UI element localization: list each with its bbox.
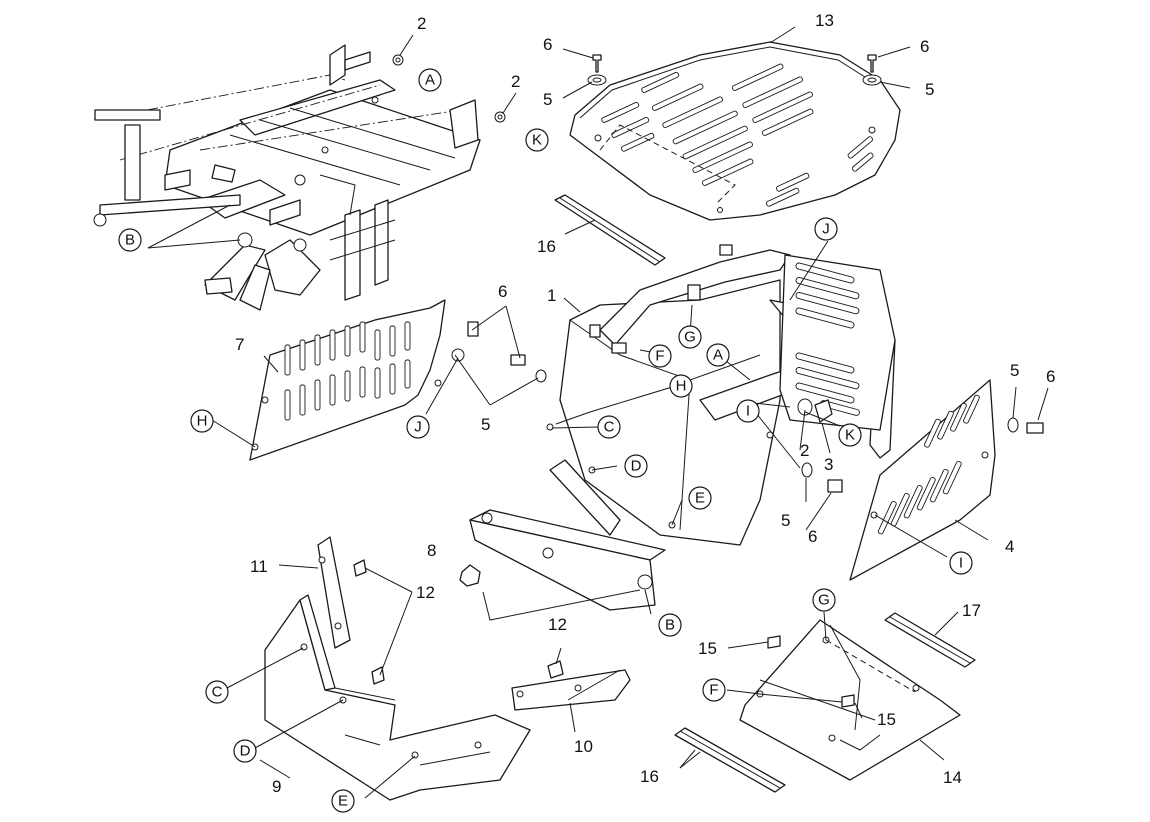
fasteners <box>353 54 1044 708</box>
svg-text:I: I <box>959 555 963 572</box>
ref-letter-b: B <box>658 613 682 637</box>
svg-text:A: A <box>425 72 435 89</box>
callout-16: 16 <box>537 237 556 256</box>
ref-letter-g: G <box>678 325 702 349</box>
callout-2: 2 <box>417 14 426 33</box>
side-panel-right <box>849 379 996 581</box>
callout-5: 5 <box>543 90 552 109</box>
callout-15: 15 <box>698 639 717 658</box>
callout-2: 2 <box>800 441 809 460</box>
svg-text:H: H <box>197 413 208 430</box>
ref-letter-e: E <box>688 486 712 510</box>
callout-5: 5 <box>781 511 790 530</box>
ref-letter-a: A <box>418 68 442 92</box>
callout-14: 14 <box>943 768 962 787</box>
callout-6: 6 <box>1046 367 1055 386</box>
side-panel-right-slots <box>877 394 980 535</box>
svg-text:K: K <box>532 132 542 149</box>
ref-letter-i: I <box>736 399 760 423</box>
ref-letter-c: C <box>205 680 229 704</box>
svg-text:I: I <box>746 403 750 420</box>
top-cover <box>569 41 901 221</box>
leader-lines <box>147 26 1049 799</box>
ref-letter-c: C <box>597 415 621 439</box>
side-panel-left-slots <box>284 321 411 421</box>
svg-text:G: G <box>818 592 830 609</box>
callout-9: 9 <box>272 777 281 796</box>
callout-5: 5 <box>1010 361 1019 380</box>
ref-letter-g: G <box>812 588 836 612</box>
bar-17 <box>884 612 976 668</box>
svg-text:G: G <box>684 329 696 346</box>
callout-11: 11 <box>250 557 268 576</box>
ref-letter-k: K <box>525 128 549 152</box>
ref-letter-f: F <box>702 678 726 702</box>
callout-12: 12 <box>548 615 567 634</box>
ref-letter-d: D <box>624 454 648 478</box>
svg-text:B: B <box>665 617 675 634</box>
guard-plate-9 <box>264 594 531 801</box>
ref-letter-f: F <box>648 344 672 368</box>
top-cover-vent-slots <box>601 63 874 207</box>
callout-1: 1 <box>547 286 556 305</box>
ref-letter-h: H <box>190 409 214 433</box>
svg-text:J: J <box>414 419 422 436</box>
callout-6: 6 <box>543 35 552 54</box>
callout-numbers: 2 2 6 5 13 6 5 16 1 7 6 5 5 6 2 3 5 6 4 … <box>235 11 1055 796</box>
ref-letter-d: D <box>233 739 257 763</box>
svg-text:C: C <box>604 419 615 436</box>
callout-5: 5 <box>481 415 490 434</box>
callout-13: 13 <box>815 11 834 30</box>
svg-text:E: E <box>695 490 705 507</box>
callout-7: 7 <box>235 335 244 354</box>
callout-10: 10 <box>574 737 593 756</box>
bar-16-lower <box>674 727 786 793</box>
callout-12: 12 <box>416 583 435 602</box>
svg-text:C: C <box>212 684 223 701</box>
callout-3: 3 <box>824 455 833 474</box>
plate-10 <box>511 669 631 711</box>
callout-2: 2 <box>511 72 520 91</box>
svg-text:D: D <box>240 743 251 760</box>
callout-6: 6 <box>808 527 817 546</box>
svg-text:F: F <box>709 682 718 699</box>
ref-letter-j: J <box>814 217 838 241</box>
callout-5: 5 <box>925 80 934 99</box>
bracket-11 <box>317 536 351 649</box>
svg-text:D: D <box>631 458 642 475</box>
ref-letter-i: I <box>949 551 973 575</box>
svg-text:B: B <box>125 232 135 249</box>
side-panel-left <box>249 299 446 461</box>
svg-text:K: K <box>845 427 855 444</box>
ref-letter-j: J <box>406 415 430 439</box>
callout-17: 17 <box>962 601 981 620</box>
callout-8: 8 <box>427 541 436 560</box>
callout-16: 16 <box>640 767 659 786</box>
callout-4: 4 <box>1005 537 1014 556</box>
bar-16-upper <box>554 194 666 266</box>
svg-text:H: H <box>676 378 687 395</box>
callout-15: 15 <box>877 710 896 729</box>
callout-6: 6 <box>498 282 507 301</box>
main-frame <box>469 244 896 611</box>
svg-text:E: E <box>338 793 348 810</box>
ref-letter-k: K <box>838 423 862 447</box>
reference-letters: A K B J G F A H I C H J K D E I B G C F … <box>118 68 973 813</box>
mower-chassis-frame <box>93 44 481 311</box>
ref-letter-a: A <box>706 343 730 367</box>
callout-6: 6 <box>920 37 929 56</box>
ref-letter-h: H <box>669 374 693 398</box>
svg-text:A: A <box>713 347 723 364</box>
svg-text:J: J <box>822 221 830 238</box>
ref-letter-e: E <box>331 789 355 813</box>
svg-text:F: F <box>655 348 664 365</box>
ref-letter-b: B <box>118 228 142 252</box>
